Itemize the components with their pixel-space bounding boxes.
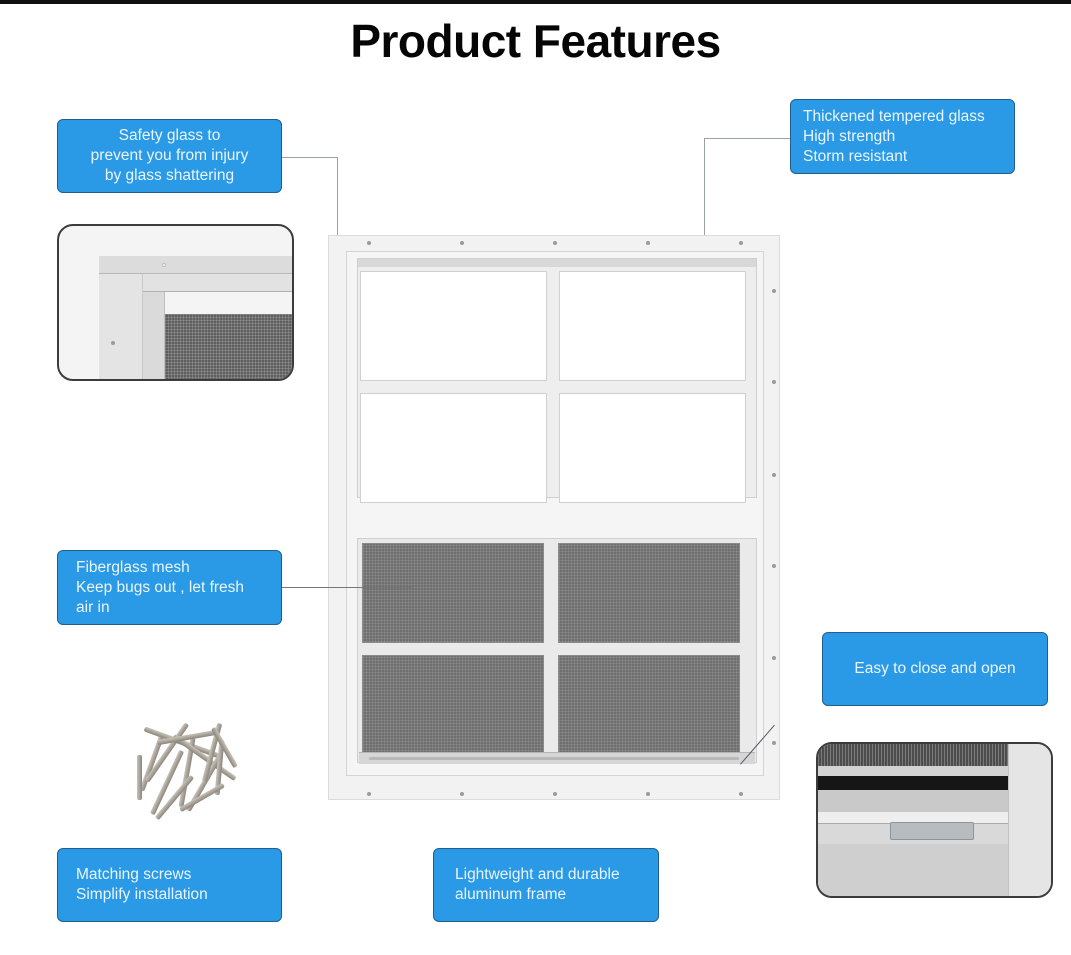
leader-line (282, 157, 338, 158)
screw-hole (772, 289, 776, 293)
latch (890, 822, 974, 840)
frame-corner-closeup-image (57, 224, 294, 381)
window-product-image (328, 235, 780, 800)
screw-hole (460, 792, 464, 796)
callout-fiberglass-mesh: Fiberglass mesh Keep bugs out , let fres… (57, 550, 282, 625)
mesh-edge (818, 744, 1008, 766)
mesh-panel (558, 543, 740, 643)
callout-line: Safety glass to (118, 127, 221, 144)
glass-sash (357, 258, 757, 503)
glass-pane (360, 271, 547, 381)
sill-bar (369, 757, 739, 760)
page-title: Product Features (350, 15, 721, 67)
glass-pane (360, 393, 547, 503)
screw-hole (553, 241, 557, 245)
seal-strip (818, 776, 1008, 790)
screw-hole (111, 341, 115, 345)
mesh-screen (165, 314, 292, 379)
latch-closeup-image (816, 742, 1053, 898)
frame-stile (143, 292, 165, 379)
callout-line: Storm resistant (803, 147, 908, 165)
callout-line: Lightweight and durable (455, 866, 620, 883)
frame-post (1008, 744, 1051, 896)
screw-hole (772, 380, 776, 384)
callout-line: Simplify installation (76, 886, 208, 903)
callout-tempered-glass: Thickened tempered glass High strength S… (790, 99, 1015, 174)
rail (818, 790, 1008, 812)
frame-rail (99, 256, 292, 274)
callout-line: by glass shattering (104, 167, 235, 184)
callout-line: Thickened tempered glass (803, 107, 985, 125)
rail (818, 766, 1008, 776)
callout-easy-open: Easy to close and open (822, 632, 1048, 706)
leader-line (704, 138, 705, 286)
mesh-panel (362, 543, 544, 643)
screw-hole (772, 473, 776, 477)
screw-hole (367, 792, 371, 796)
screw-hole (646, 241, 650, 245)
leader-line (704, 138, 790, 139)
screw-icon (137, 755, 142, 800)
leader-line (282, 587, 412, 588)
frame-bottom (818, 844, 1008, 896)
callout-line: Matching screws (76, 866, 192, 883)
screw-hole (739, 241, 743, 245)
callout-matching-screws: Matching screws Simplify installation (57, 848, 282, 922)
screw-hole (772, 741, 776, 745)
screw-hole (367, 241, 371, 245)
leader-line (337, 157, 338, 252)
screw-hole (460, 241, 464, 245)
frame-rail (99, 274, 292, 292)
top-border (0, 0, 1071, 4)
screw-hole (646, 792, 650, 796)
callout-line: Fiberglass mesh (76, 558, 190, 576)
screw-hole (162, 263, 166, 267)
callout-aluminum-frame: Lightweight and durable aluminum frame (433, 848, 659, 922)
mesh-panel (362, 655, 544, 758)
sash-rail (358, 259, 756, 267)
window-frame (346, 251, 764, 776)
glass-pane (559, 271, 746, 381)
glass-pane (559, 393, 746, 503)
callout-line: High strength (803, 127, 896, 145)
callout-line: aluminum frame (455, 886, 567, 903)
callout-safety-glass: Safety glass to prevent you from injury … (57, 119, 282, 193)
screw-hole (772, 656, 776, 660)
callout-line: prevent you from injury (90, 147, 249, 164)
screen-sash (357, 538, 757, 763)
screw-hole (739, 792, 743, 796)
callout-line: Keep bugs out , let fresh (76, 578, 245, 596)
screws-image (112, 710, 262, 825)
callout-line: air in (76, 598, 110, 616)
frame-stile (99, 274, 143, 379)
screw-hole (553, 792, 557, 796)
screw-hole (772, 564, 776, 568)
mesh-panel (558, 655, 740, 758)
callout-line: Easy to close and open (854, 660, 1016, 677)
bottom-sill-rail (359, 752, 755, 764)
